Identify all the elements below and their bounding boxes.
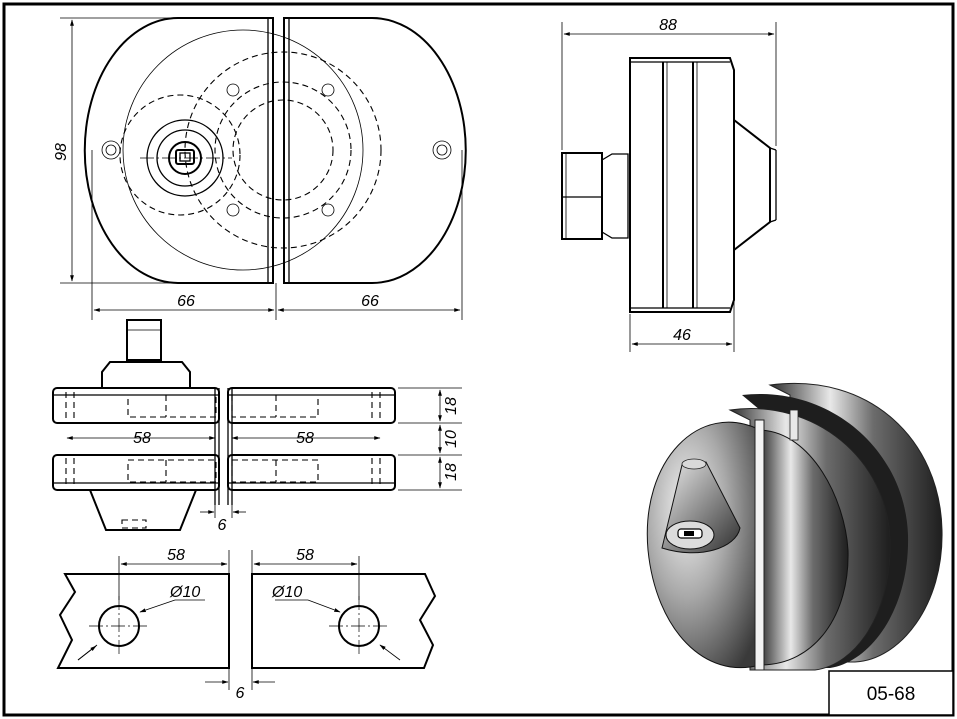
body-depth-dimension: 46 bbox=[673, 327, 691, 344]
left-hole-dimension: 58 bbox=[133, 430, 151, 447]
bottom-plate-dimension: 18 bbox=[443, 463, 460, 481]
right-hole-diameter: Ø10 bbox=[271, 584, 302, 601]
glass-hole-view: Ø10 Ø10 58 58 6 bbox=[56, 547, 437, 702]
right-width-dimension: 66 bbox=[361, 293, 379, 310]
left-hole-diameter: Ø10 bbox=[169, 584, 200, 601]
glass-gap-dimension: 6 bbox=[218, 517, 227, 534]
top-plate-dimension: 18 bbox=[443, 397, 460, 415]
gap-dimension: 10 bbox=[443, 430, 460, 448]
right-offset-dimension: 58 bbox=[296, 547, 314, 564]
height-dimension: 98 bbox=[53, 143, 70, 161]
right-hole-dimension: 58 bbox=[296, 430, 314, 447]
front-view: 98 66 66 bbox=[53, 17, 467, 320]
product-code: 05-68 bbox=[867, 684, 916, 705]
product-code-box: 05-68 bbox=[828, 670, 954, 716]
product-3d-render bbox=[646, 383, 943, 671]
left-width-dimension: 66 bbox=[177, 293, 195, 310]
side-view: 88 46 bbox=[561, 17, 777, 352]
total-depth-dimension: 88 bbox=[659, 17, 677, 34]
section-view: 58 58 18 10 18 6 bbox=[52, 319, 462, 534]
glass-view-gap-dimension: 6 bbox=[236, 685, 245, 702]
left-offset-dimension: 58 bbox=[167, 547, 185, 564]
